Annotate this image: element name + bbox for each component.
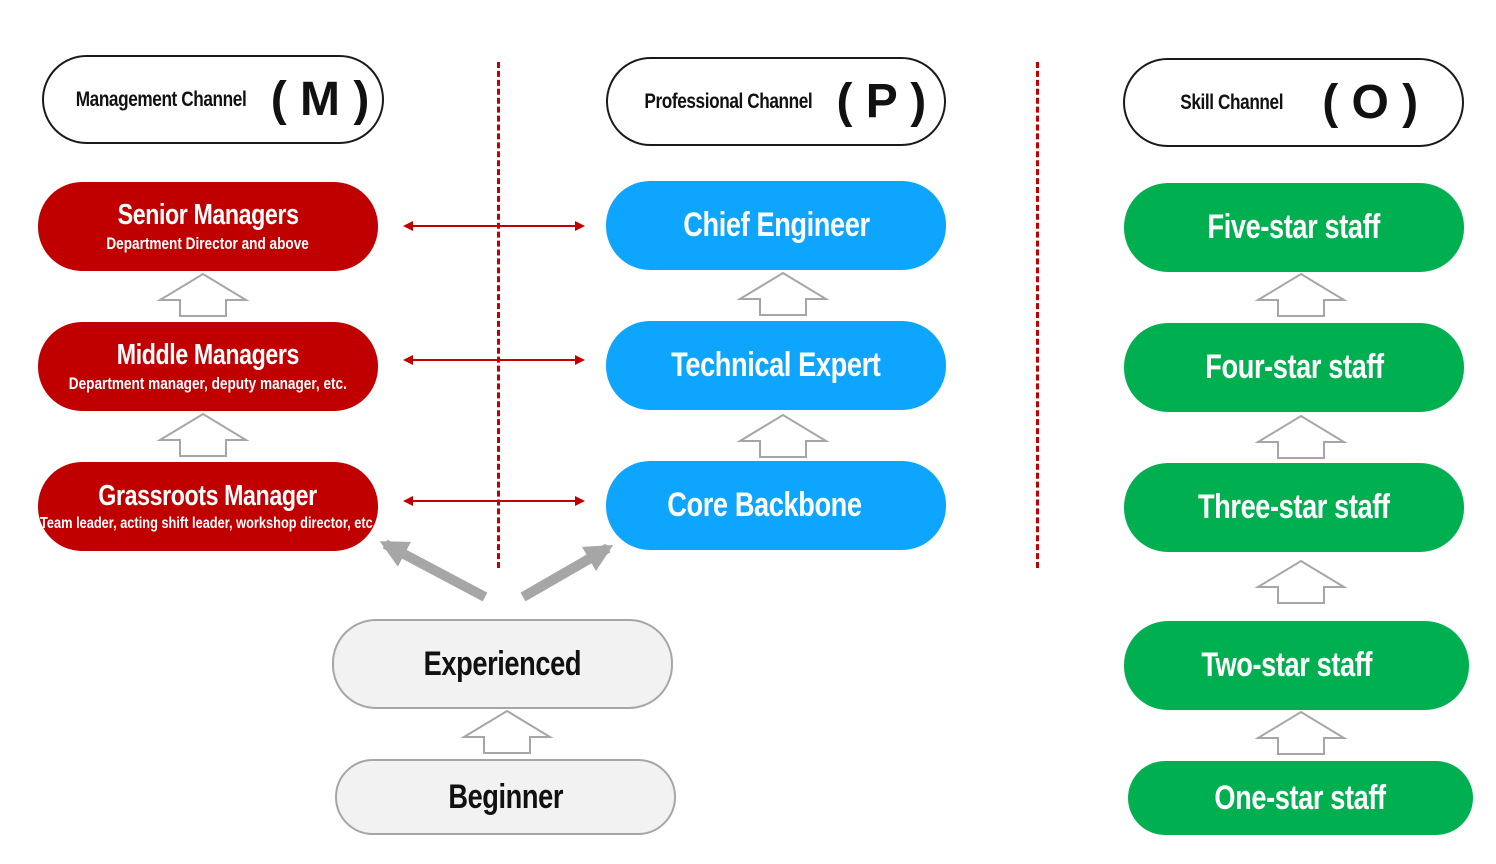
header-label: Skill Channel	[1180, 90, 1283, 114]
header-code: ( O )	[1322, 76, 1419, 129]
hollow-up-arrow-icon	[1254, 710, 1348, 755]
hollow-up-arrow-icon	[1254, 414, 1348, 459]
level-title: Core Backbone	[666, 486, 862, 524]
management-level-senior: Senior Managers Department Director and …	[38, 182, 378, 271]
professional-level-core-backbone: Core Backbone	[606, 461, 946, 550]
level-title: Two-star staff	[1201, 646, 1372, 684]
level-title: Three-star staff	[1198, 488, 1390, 526]
header-code: ( M )	[270, 73, 370, 126]
skill-level-one-star: One-star staff	[1128, 761, 1473, 835]
entry-level-beginner: Beginner	[335, 759, 676, 835]
header-code: ( P )	[836, 75, 927, 128]
level-subtitle: Team leader, acting shift leader, worksh…	[39, 515, 377, 532]
level-subtitle: Department manager, deputy manager, etc.	[68, 374, 348, 393]
professional-channel-header: Professional Channel ( P )	[606, 57, 946, 146]
hollow-up-arrow-icon	[736, 271, 830, 316]
skill-channel-header: Skill Channel ( O )	[1123, 58, 1464, 147]
hollow-up-arrow-icon	[156, 272, 250, 317]
management-level-grassroots: Grassroots Manager Team leader, acting s…	[38, 462, 378, 551]
level-title: Grassroots Manager	[98, 480, 318, 512]
level-title: Four-star staff	[1204, 348, 1384, 386]
diagonal-arrow-icon	[520, 543, 614, 602]
channel-divider-left	[497, 62, 500, 568]
channel-divider-right	[1036, 62, 1039, 568]
level-title: Beginner	[448, 777, 563, 816]
hollow-up-arrow-icon	[736, 413, 830, 458]
management-level-middle: Middle Managers Department manager, depu…	[38, 322, 378, 411]
level-subtitle: Department Director and above	[106, 234, 310, 253]
level-title: Chief Engineer	[682, 206, 870, 244]
hollow-up-arrow-icon	[1254, 559, 1348, 604]
skill-level-four-star: Four-star staff	[1124, 323, 1464, 412]
diagonal-arrow-icon	[379, 539, 488, 602]
hollow-up-arrow-icon	[156, 412, 250, 457]
hollow-up-arrow-icon	[460, 709, 554, 754]
level-title: Senior Managers	[117, 199, 299, 231]
entry-level-experienced: Experienced	[332, 619, 673, 709]
header-label: Professional Channel	[644, 89, 813, 113]
level-title: Middle Managers	[116, 339, 300, 371]
level-title: One-star staff	[1214, 778, 1387, 817]
level-title: Experienced	[423, 644, 582, 683]
skill-level-two-star: Two-star staff	[1124, 621, 1469, 710]
header-label: Management Channel	[75, 87, 246, 111]
professional-level-chief-engineer: Chief Engineer	[606, 181, 946, 270]
hollow-up-arrow-icon	[1254, 272, 1348, 317]
skill-level-three-star: Three-star staff	[1124, 463, 1464, 552]
professional-level-technical-expert: Technical Expert	[606, 321, 946, 410]
level-title: Five-star staff	[1207, 208, 1381, 246]
level-title: Technical Expert	[671, 346, 881, 384]
skill-level-five-star: Five-star staff	[1124, 183, 1464, 272]
management-channel-header: Management Channel ( M )	[42, 55, 384, 144]
